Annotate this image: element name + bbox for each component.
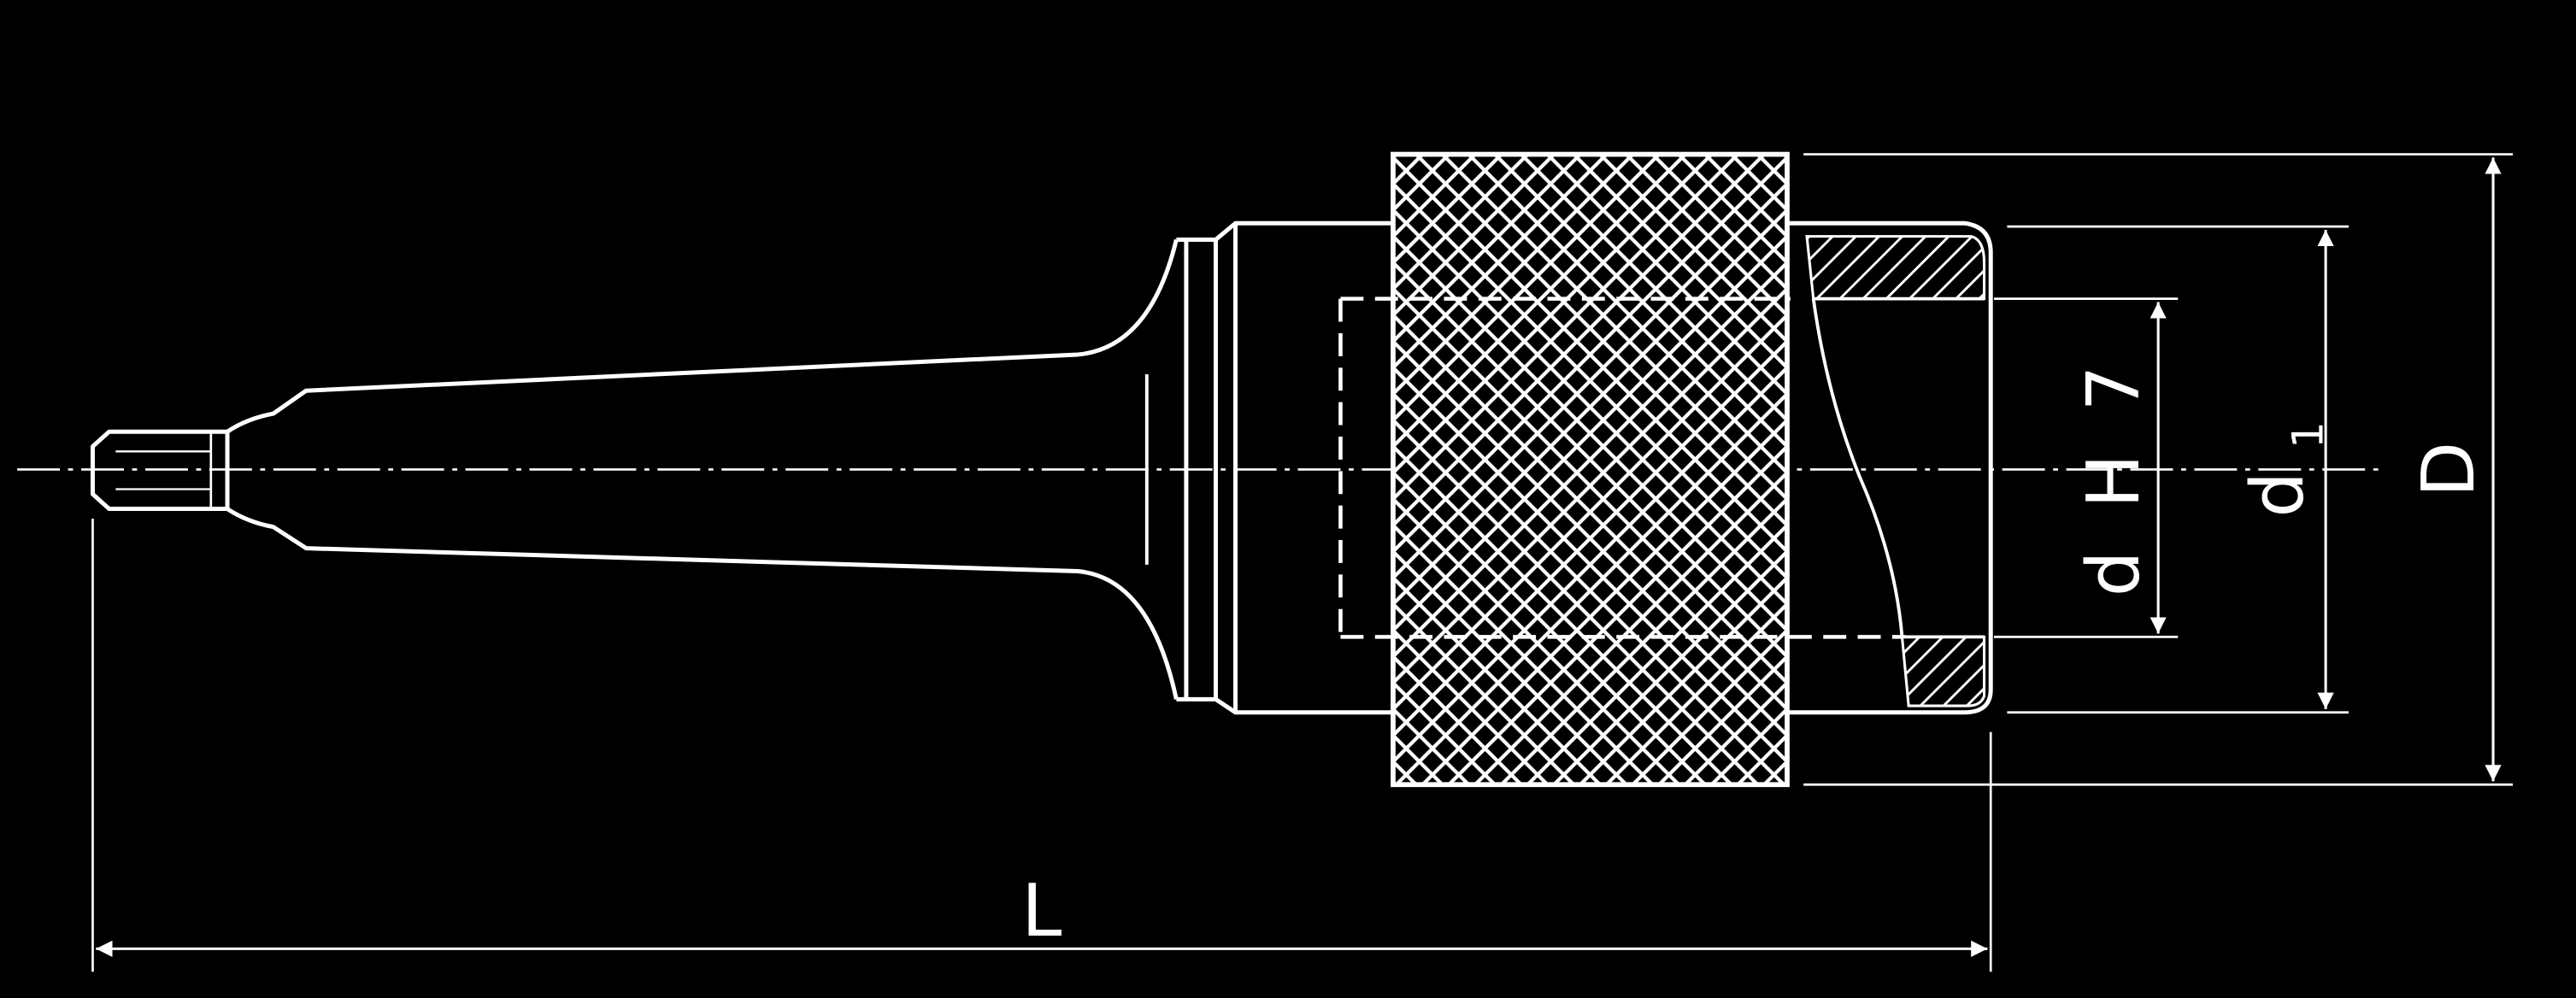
hidden-bore <box>1338 296 1906 639</box>
bore-symbol: d <box>2072 551 2155 597</box>
svg-text:d 1: d 1 <box>2236 421 2332 517</box>
svg-text:D: D <box>2407 442 2491 497</box>
knurled-sleeve <box>1391 151 1790 788</box>
taper-shank <box>90 220 1393 715</box>
bore-label: d H 7 <box>2072 355 2155 596</box>
outer-diameter-label: D <box>2407 442 2491 497</box>
svg-text:d H 7: d H 7 <box>2072 355 2155 596</box>
dimension-lines <box>96 157 2502 957</box>
extension-lines <box>91 153 2514 972</box>
end-collar <box>1787 220 1993 715</box>
d1-subscript: 1 <box>2283 421 2332 449</box>
d1-label: d 1 <box>2236 421 2332 517</box>
d1-symbol: d <box>2236 472 2320 518</box>
length-label: L <box>1021 869 1062 953</box>
bore-tolerance: H 7 <box>2072 355 2155 508</box>
